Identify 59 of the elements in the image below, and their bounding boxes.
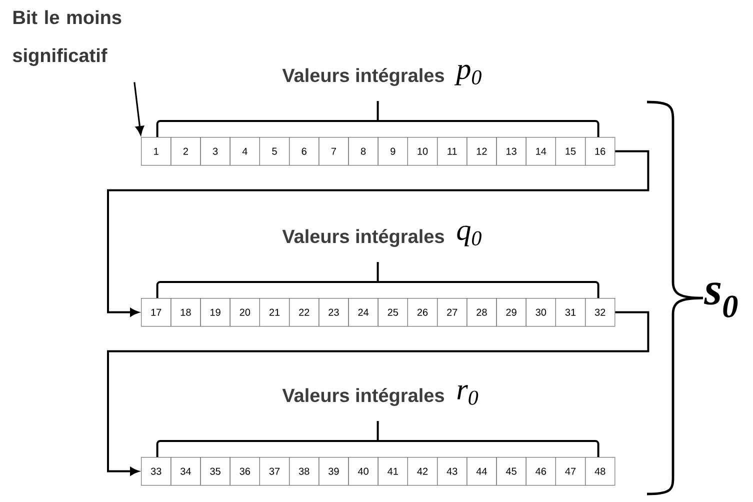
bit-cell: 31 [555, 298, 586, 327]
bit-cell: 35 [200, 457, 230, 486]
variable-label: p$_{0}$ [454, 64, 482, 86]
bit-cell: 9 [378, 137, 408, 166]
bit-cell: 10 [407, 137, 438, 166]
bit-cell: 8 [348, 137, 378, 166]
bit-cell: 47 [555, 457, 586, 486]
variable-label: s$_{0}$ [704, 282, 738, 318]
bit-cell: 48 [585, 457, 616, 486]
bit-cell: 7 [318, 137, 349, 166]
bit-cell: 11 [437, 137, 468, 166]
bit-cell: 42 [407, 457, 438, 486]
bit-cell: 46 [526, 457, 556, 486]
arrow [107, 150, 650, 316]
heading: Valeurs intégrales [282, 68, 444, 86]
bit-cell: 20 [230, 298, 260, 327]
bit-cell: 43 [437, 457, 468, 486]
bit-cell: 13 [496, 137, 526, 166]
bit-cell: 17 [141, 298, 172, 327]
bit-cell: 44 [466, 457, 497, 486]
bit-cell: 12 [466, 137, 497, 166]
bit-cell: 33 [141, 457, 172, 486]
bit-cell: 26 [407, 298, 438, 327]
bit-cell: 45 [496, 457, 526, 486]
bit-cell: 2 [170, 137, 201, 166]
bit-cell: 36 [230, 457, 260, 486]
bit-cell: 6 [289, 137, 320, 166]
bit-cell: 40 [348, 457, 378, 486]
bit-cell: 41 [378, 457, 408, 486]
bit-cell: 28 [466, 298, 497, 327]
bit-cell: 15 [555, 137, 586, 166]
bit-cell: 38 [289, 457, 320, 486]
bit-cell: 29 [496, 298, 526, 327]
bit-cell: 1 [141, 137, 172, 166]
bit-cell: 39 [318, 457, 349, 486]
bit-cell: 30 [526, 298, 556, 327]
bit-cell: 37 [259, 457, 290, 486]
bit-cell: 27 [437, 298, 468, 327]
bit-cell: 18 [170, 298, 201, 327]
bit-cell: 25 [378, 298, 408, 327]
bit-cell: 34 [170, 457, 201, 486]
bit-cell: 24 [348, 298, 378, 327]
bit-cell: 14 [526, 137, 556, 166]
bit-cell: 5 [259, 137, 290, 166]
bit-cell: 19 [200, 298, 230, 327]
bit-cell: 3 [200, 137, 230, 166]
bit-cell: 23 [318, 298, 349, 327]
bit-cell: 21 [259, 298, 290, 327]
leader-arrow [134, 82, 144, 136]
arrow [107, 311, 650, 476]
bit-cell: 22 [289, 298, 320, 327]
heading: Valeurs intégrales [282, 229, 444, 247]
variable-label: q$_{0}$ [457, 226, 482, 246]
bit-cell: 4 [230, 137, 260, 166]
variable-label: r$_{0}$ [457, 385, 478, 405]
heading: Valeurs intégrales [282, 388, 444, 406]
annotation-text: Bit le moins significatif [12, 10, 122, 66]
bit-cell: 16 [585, 137, 616, 166]
bit-cell: 32 [585, 298, 616, 327]
